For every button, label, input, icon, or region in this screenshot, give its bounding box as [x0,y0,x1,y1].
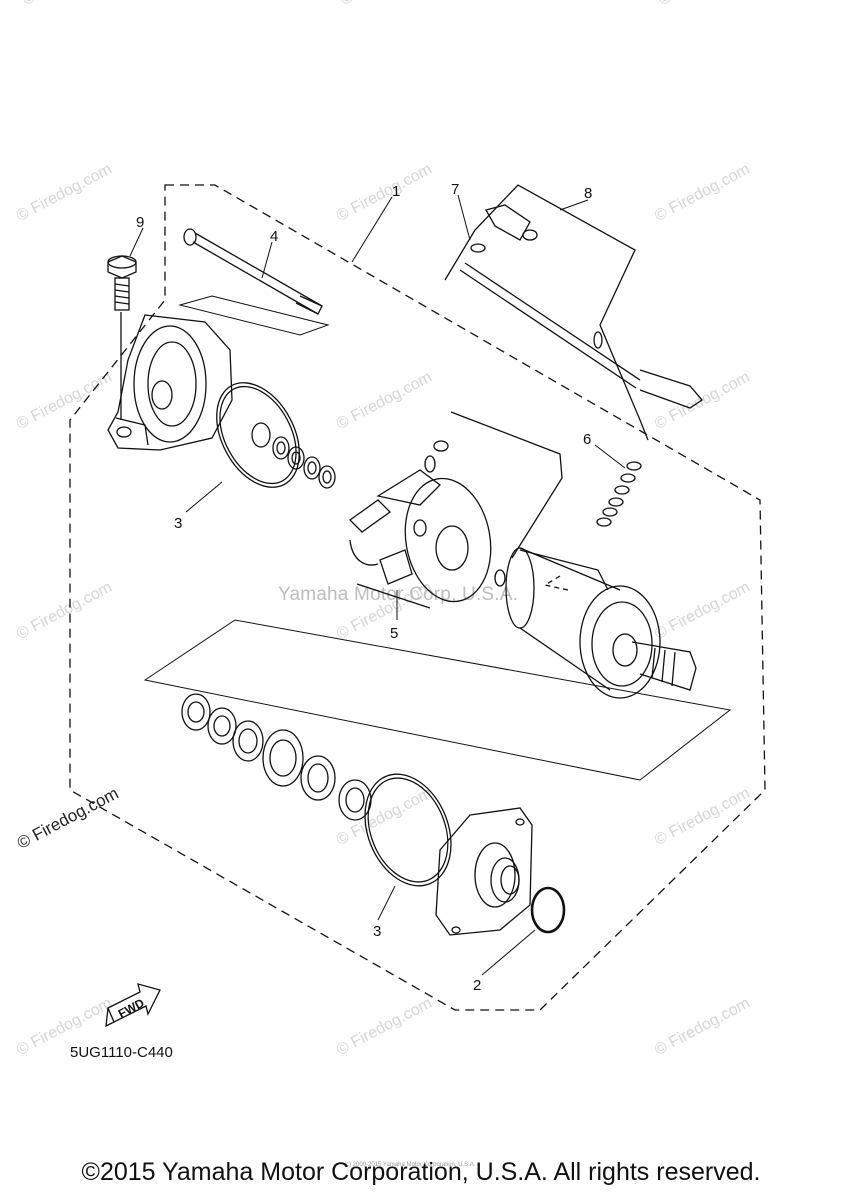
callout-1: 1 [392,183,400,200]
o-ring [364,773,452,887]
front-cover [435,807,533,936]
rear-cover [107,314,233,451]
callout-5: 5 [390,625,398,642]
o-ring-small [530,886,566,934]
callout-2: 2 [473,977,481,994]
starter-cable [459,204,703,409]
through-bolt [183,228,323,315]
leader-lines [129,194,626,976]
assembly-boundary [69,184,766,1011]
fwd-arrow [107,983,161,1023]
callout-3: 3 [174,515,182,532]
nut [470,243,486,253]
center-watermark: Yamaha Motor Corp, U.S.A. [278,584,519,605]
callout-3: 3 [373,923,381,940]
callout-7: 7 [451,181,459,198]
washer-stack-lower [181,693,372,821]
callout-4: 4 [270,228,278,245]
washer-stack-right [596,461,642,527]
washer-stack-upper [251,422,336,489]
bolt [107,255,137,311]
callout-9: 9 [136,214,144,231]
callout-8: 8 [584,185,592,202]
fwd-label: FWD [116,996,147,1021]
o-ring [216,382,300,488]
copyright-footer: ©2015 Yamaha Motor Corporation, U.S.A. A… [81,1158,761,1186]
callout-6: 6 [583,431,591,448]
small-note: (c) 2000-2015 Yamaha Motor Corporation, … [344,1162,476,1168]
part-code: 5UG1110-C440 [70,1044,173,1061]
motor-yoke [494,547,697,699]
brush-holder [348,455,492,603]
